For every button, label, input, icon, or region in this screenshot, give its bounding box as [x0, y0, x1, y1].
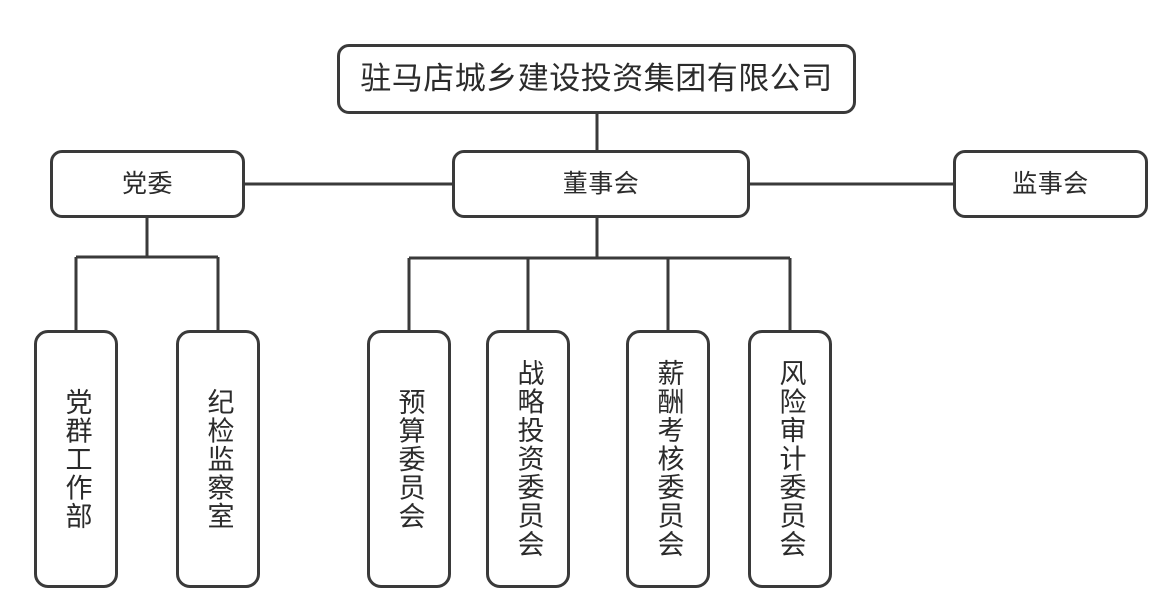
node-board-of-directors-label: 董事会 [562, 169, 640, 198]
node-risk-audit-committee-label: 风险审计委员会 [774, 359, 806, 559]
node-board-of-directors[interactable]: 董事会 [452, 150, 750, 218]
node-company-label: 驻马店城乡建设投资集团有限公司 [360, 60, 833, 97]
node-compensation-assessment-committee[interactable]: 薪酬考核委员会 [626, 330, 710, 588]
node-strategic-investment-committee-label: 战略投资委员会 [512, 359, 544, 559]
node-party-mass-work-dept[interactable]: 党群工作部 [34, 330, 118, 588]
node-strategic-investment-committee[interactable]: 战略投资委员会 [486, 330, 570, 588]
node-budget-committee-label: 预算委员会 [393, 387, 425, 531]
node-party-committee-label: 党委 [121, 169, 173, 198]
node-discipline-inspection-office-label: 纪检监察室 [202, 387, 234, 531]
node-board-of-supervisors-label: 监事会 [1012, 169, 1089, 198]
node-company[interactable]: 驻马店城乡建设投资集团有限公司 [337, 44, 856, 114]
node-discipline-inspection-office[interactable]: 纪检监察室 [176, 330, 260, 588]
node-compensation-assessment-committee-label: 薪酬考核委员会 [652, 359, 684, 559]
node-party-mass-work-dept-label: 党群工作部 [60, 387, 92, 531]
node-risk-audit-committee[interactable]: 风险审计委员会 [748, 330, 832, 588]
node-budget-committee[interactable]: 预算委员会 [367, 330, 451, 588]
node-board-of-supervisors[interactable]: 监事会 [953, 150, 1148, 218]
node-party-committee[interactable]: 党委 [50, 150, 245, 218]
